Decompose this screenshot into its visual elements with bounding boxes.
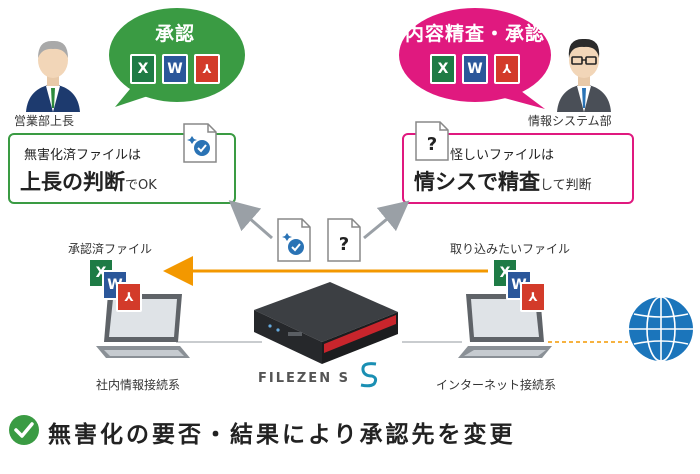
pdf-icon: ⅄ bbox=[194, 54, 220, 84]
left-speech-bubble: 承認 X W ⅄ bbox=[105, 5, 245, 107]
right-bubble-title: 内容精査・承認 bbox=[404, 23, 545, 45]
check-circle-icon bbox=[9, 415, 39, 445]
footer-summary: 無害化の要否・結果により承認先を変更 bbox=[48, 422, 516, 448]
excel-icon: X bbox=[130, 54, 156, 84]
internet-laptop-icon bbox=[458, 294, 552, 358]
internet-globe-icon bbox=[629, 296, 693, 362]
internet-network-caption: インターネット接続系 bbox=[436, 378, 557, 392]
center-sanitized-doc-icon bbox=[277, 218, 311, 262]
right-bubble-file-icons: X W ⅄ bbox=[430, 54, 520, 84]
manager-person-icon bbox=[26, 40, 80, 112]
right-box-tail: して判断 bbox=[540, 178, 592, 193]
import-files-caption: 取り込みたいファイル bbox=[450, 242, 571, 256]
filezen-appliance-icon bbox=[254, 282, 398, 364]
left-box-line2: 上長の判断でOK bbox=[20, 166, 157, 196]
filezen-brand: FILEZEN S bbox=[258, 371, 350, 386]
approved-files-caption: 承認済ファイル bbox=[68, 242, 153, 256]
center-suspicious-doc-icon: ? bbox=[327, 218, 361, 262]
sanitized-document-icon bbox=[183, 123, 217, 163]
left-bubble-file-icons: X W ⅄ bbox=[130, 54, 220, 84]
word-icon: W bbox=[162, 54, 188, 84]
manager-label: 営業部上長 bbox=[14, 114, 75, 128]
right-info-box: 怪しいファイルは 情シスで精査して判断 bbox=[402, 133, 634, 204]
svg-text:?: ? bbox=[427, 134, 437, 155]
pdf-icon: ⅄ bbox=[494, 54, 520, 84]
right-speech-bubble: 内容精査・承認 X W ⅄ bbox=[395, 5, 555, 109]
excel-icon: X bbox=[430, 54, 456, 84]
left-box-line1: 無害化済ファイルは bbox=[24, 148, 142, 163]
suspicious-document-icon: ? bbox=[415, 121, 449, 161]
filezen-s-logo-icon bbox=[360, 362, 378, 388]
internal-network-caption: 社内情報接続系 bbox=[96, 378, 181, 392]
arrow-to-manager bbox=[228, 200, 273, 240]
right-box-emphasis: 情シスで精査 bbox=[414, 170, 540, 194]
pdf-icon: ⅄ bbox=[520, 282, 546, 312]
left-bubble-title: 承認 bbox=[154, 23, 195, 45]
pdf-icon: ⅄ bbox=[116, 282, 142, 312]
word-icon: W bbox=[462, 54, 488, 84]
right-box-line1: 怪しいファイルは bbox=[450, 148, 555, 163]
left-box-emphasis: 上長の判断 bbox=[20, 170, 125, 194]
it-staff-person-icon bbox=[557, 38, 611, 112]
svg-text:?: ? bbox=[339, 234, 349, 255]
right-box-line2: 情シスで精査して判断 bbox=[414, 166, 592, 196]
arrow-to-it bbox=[363, 200, 410, 240]
internal-laptop-icon bbox=[96, 294, 190, 358]
left-box-tail: でOK bbox=[125, 178, 157, 193]
it-dept-label: 情報システム部 bbox=[528, 114, 612, 128]
